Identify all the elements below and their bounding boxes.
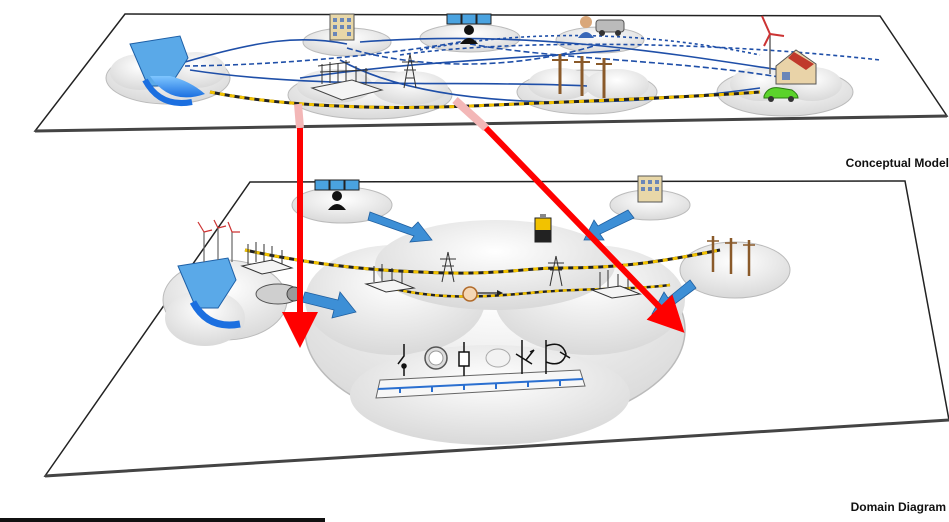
substation-icon <box>240 242 294 275</box>
office-building-icon <box>329 13 355 41</box>
wind-turbines-icon <box>197 219 240 262</box>
control-room-operator-icon <box>314 179 360 210</box>
office-building-icon <box>637 175 663 203</box>
transformer-icon <box>485 348 511 368</box>
breaker-icon <box>458 342 470 376</box>
transmission-tower-icon <box>402 53 418 89</box>
gas-turbine-icon <box>255 283 302 305</box>
surge-arrester-icon <box>515 340 535 374</box>
battery-icon <box>534 214 552 243</box>
wind-turbine-icon <box>761 15 785 74</box>
domain-diagram-layer <box>43 175 949 478</box>
service-provider-icon <box>578 16 625 38</box>
transmission-tower-icon <box>548 255 564 287</box>
top-cloud-distribution <box>516 68 658 115</box>
switch-icon <box>397 344 407 376</box>
conceptual-model-layer <box>33 13 949 133</box>
house-solar-icon <box>775 49 817 85</box>
mapping-arrow-right <box>483 125 685 333</box>
conceptual-model-label: Conceptual Model <box>845 156 949 170</box>
transmission-tower-icon <box>440 251 456 283</box>
meter-icon <box>462 286 478 302</box>
distribution-poles-icon <box>707 236 755 276</box>
substation-icon <box>590 270 642 299</box>
domain-diagram-plane-edge <box>44 418 949 478</box>
communication-lines <box>184 34 881 103</box>
substation-icon <box>310 60 384 101</box>
equipment-panel <box>375 340 586 399</box>
substation-icon <box>364 264 416 293</box>
dam-icon <box>177 257 241 329</box>
electric-car-icon <box>763 87 799 102</box>
sensor-icon <box>545 340 571 374</box>
mapping-arrows <box>282 97 685 348</box>
mapping-arrow-faded-left <box>294 103 304 129</box>
flow-arrow-generation <box>301 291 357 319</box>
domain-diagram-label: Domain Diagram <box>850 500 946 514</box>
mapping-arrow-faded-right <box>452 97 489 131</box>
distribution-poles-icon <box>552 54 612 98</box>
bottom-cloud-distribution <box>679 241 791 299</box>
meter-gauge-icon <box>424 346 448 370</box>
conceptual-model-plane-edge <box>34 114 948 133</box>
flow-arrow-operations <box>367 211 433 243</box>
control-room-operator-icon <box>446 13 492 44</box>
dam-icon <box>129 35 205 106</box>
